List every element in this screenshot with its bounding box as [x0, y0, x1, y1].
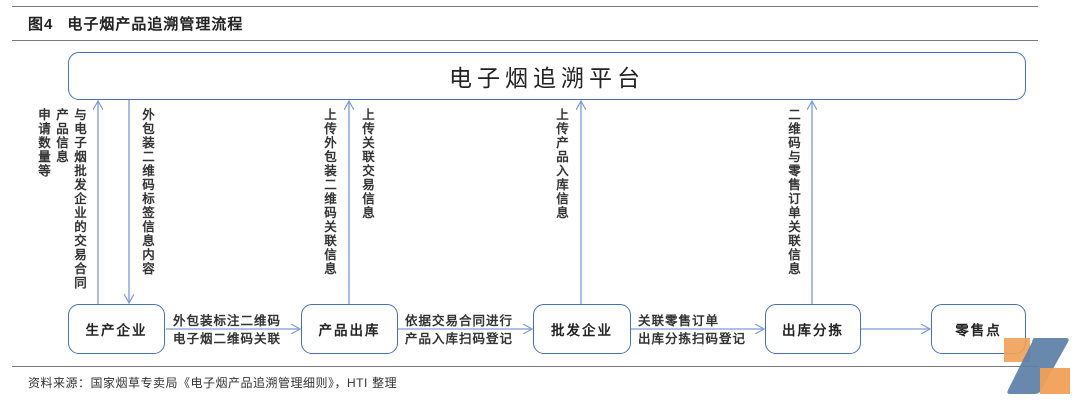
- traceability-platform: 电子烟追溯平台: [68, 52, 1026, 100]
- label-qr-tag-content: 外包装二维码标签信息内容: [140, 108, 155, 276]
- edge-label-outbound-wholesaler: 依据交易合同进行 产品入库扫码登记: [405, 313, 514, 346]
- node-product-outbound: 产品出库: [301, 304, 398, 354]
- label-upload-trade-info: 上传关联交易信息: [360, 108, 375, 220]
- top-rule: [12, 6, 1038, 7]
- node-retail: 零售点: [931, 304, 1026, 354]
- title-rule: [12, 40, 1038, 41]
- figure-title: 图4 电子烟产品追溯管理流程: [28, 13, 243, 34]
- platform-label: 电子烟追溯平台: [449, 66, 645, 92]
- label-apply-quantity: 申请数量等: [36, 108, 51, 178]
- node-sorting: 出库分拣: [765, 304, 861, 354]
- edge-label-producer-outbound: 外包装标注二维码 电子烟二维码关联: [173, 313, 282, 346]
- figure-number: 图4: [28, 16, 54, 33]
- label-upload-package-qr: 上传外包装二维码关联信息: [322, 108, 337, 276]
- edge-label-wholesaler-sorting: 关联零售订单 出库分拣扫码登记: [638, 313, 747, 346]
- label-product-info: 产品信息: [54, 108, 69, 164]
- label-trade-contract: 与电子烟批发企业的交易合同: [72, 108, 87, 290]
- watermark-logo-icon: [1004, 338, 1070, 394]
- node-producer: 生产企业: [68, 304, 165, 354]
- source-note: 资料来源：国家烟草专卖局《电子烟产品追溯管理细则》，HTI 整理: [28, 376, 398, 390]
- label-upload-warehouse-info: 上传产品入库信息: [554, 108, 569, 220]
- node-wholesaler: 批发企业: [533, 304, 631, 354]
- label-qr-retail-order: 二维码与零售订单关联信息: [786, 108, 801, 276]
- bottom-rule: [12, 366, 1038, 367]
- figure-title-text: 电子烟产品追溯管理流程: [67, 15, 244, 33]
